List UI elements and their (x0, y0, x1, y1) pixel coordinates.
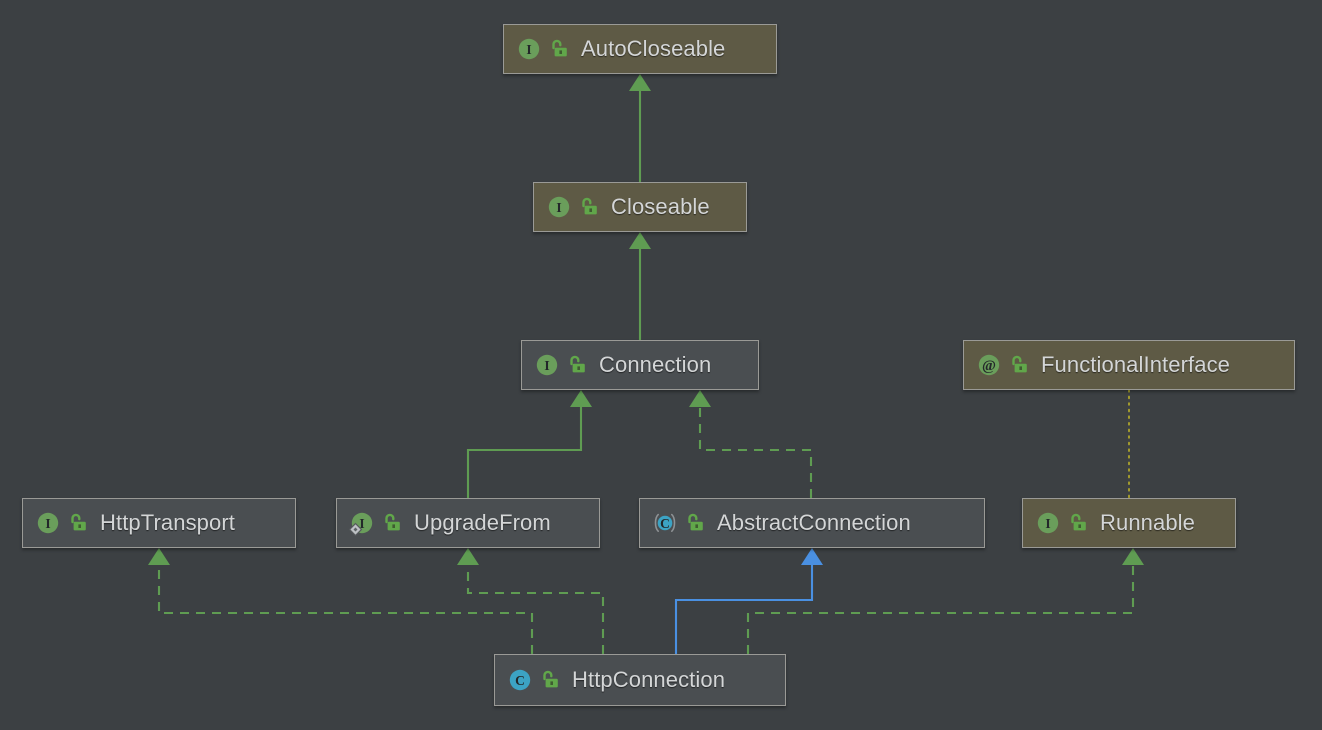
class-node-label: HttpTransport (100, 510, 235, 535)
edge-upgradefrom-to-connection (466, 407, 583, 498)
class-node-upgradefrom[interactable]: I UpgradeFrom (336, 498, 600, 548)
svg-text:@: @ (982, 358, 996, 374)
class-node-label: FunctionalInterface (1041, 352, 1231, 377)
arrowhead-httpconnection-to-httptransport (148, 548, 170, 565)
interface-icon: I (1035, 510, 1061, 536)
svg-text:I: I (1045, 516, 1050, 531)
svg-text:C: C (660, 516, 670, 531)
arrowhead-upgradefrom-to-connection (570, 390, 592, 407)
class-node-label: AbstractConnection (717, 510, 911, 535)
class-node-runnable[interactable]: I Runnable (1022, 498, 1236, 548)
public-unlocked-icon (382, 512, 402, 534)
arrowhead-httpconnection-to-abstractconn (801, 548, 823, 565)
class-node-connection[interactable]: I Connection (521, 340, 759, 390)
class-node-autocloseable[interactable]: I AutoCloseable (503, 24, 777, 74)
arrowhead-httpconnection-to-runnable (1122, 548, 1144, 565)
public-unlocked-icon (1068, 512, 1088, 534)
svg-text:C: C (515, 673, 525, 688)
svg-text:I: I (359, 516, 364, 531)
edge-httpconnection-to-abstractconn (674, 565, 814, 654)
public-unlocked-icon (549, 38, 569, 60)
annotation-icon: @ (976, 352, 1002, 378)
svg-text:I: I (556, 200, 561, 215)
public-unlocked-icon (68, 512, 88, 534)
class-node-functionalinterface[interactable]: @ FunctionalInterface (963, 340, 1295, 390)
class-node-label: Closeable (611, 194, 710, 219)
arrowhead-httpconnection-to-upgradefrom (457, 548, 479, 565)
class-node-abstractconnection[interactable]: C AbstractConnection (639, 498, 985, 548)
interface-icon: I (546, 194, 572, 220)
public-unlocked-icon (685, 512, 705, 534)
public-unlocked-icon (567, 354, 587, 376)
edge-httpconnection-to-httptransport (157, 565, 534, 654)
class-icon: C (507, 667, 533, 693)
class-node-httptransport[interactable]: I HttpTransport (22, 498, 296, 548)
interface-icon: I (349, 510, 375, 536)
class-node-label: Runnable (1100, 510, 1195, 535)
svg-text:I: I (45, 516, 50, 531)
abstract-class-icon: C (652, 510, 678, 536)
interface-icon: I (534, 352, 560, 378)
edge-httpconnection-to-runnable (746, 565, 1135, 654)
arrowhead-abstractconnection-to-connection (689, 390, 711, 407)
class-node-label: HttpConnection (572, 667, 726, 692)
public-unlocked-icon (579, 196, 599, 218)
svg-text:I: I (544, 358, 549, 373)
arrowhead-closeable-to-autocloseable (629, 74, 651, 91)
public-unlocked-icon (540, 669, 560, 691)
class-node-label: Connection (599, 352, 712, 377)
class-node-httpconnection[interactable]: C HttpConnection (494, 654, 786, 706)
class-node-label: AutoCloseable (581, 36, 726, 61)
edge-abstractconnection-to-connection (698, 407, 813, 498)
public-unlocked-icon (1009, 354, 1029, 376)
svg-text:I: I (526, 42, 531, 57)
class-node-closeable[interactable]: I Closeable (533, 182, 747, 232)
arrowhead-connection-to-closeable (629, 232, 651, 249)
interface-icon: I (516, 36, 542, 62)
class-node-label: UpgradeFrom (414, 510, 551, 535)
interface-icon: I (35, 510, 61, 536)
edge-httpconnection-to-upgradefrom (466, 565, 605, 654)
